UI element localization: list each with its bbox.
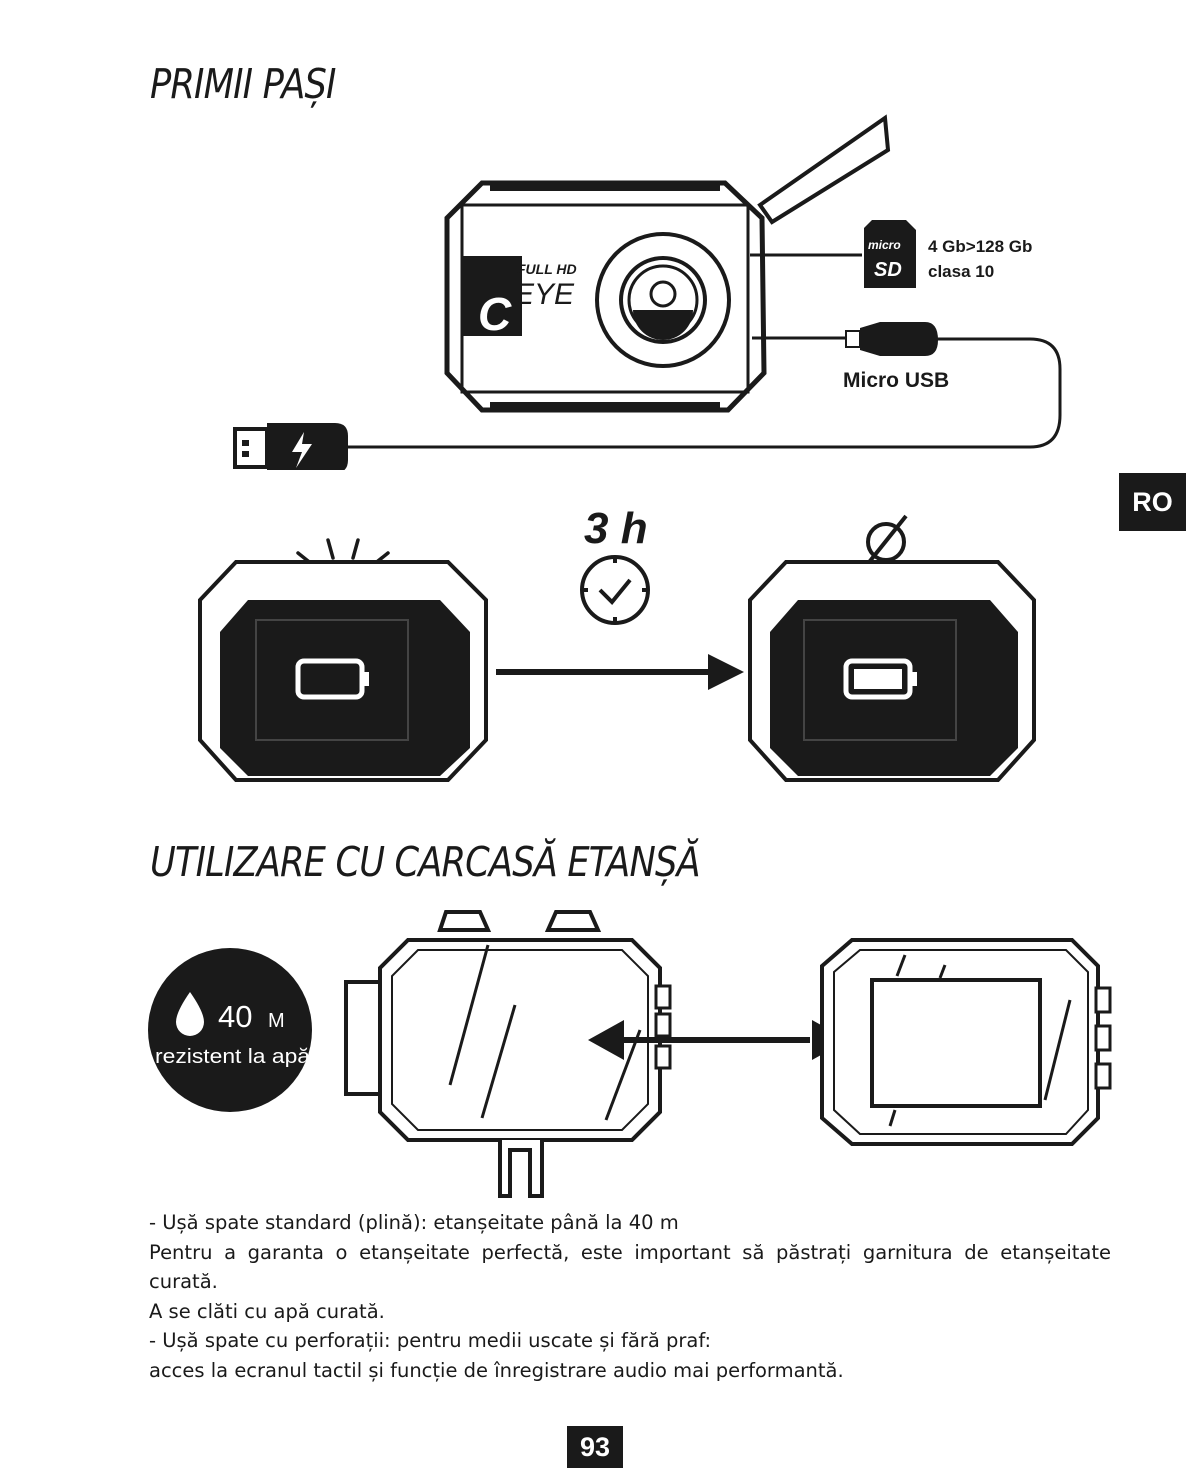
waterproof-label: rezistent la apă [155, 1046, 311, 1068]
microsd-icon [864, 220, 916, 288]
waterproof-badge [148, 948, 312, 1112]
brand-eye: EYE [514, 278, 575, 311]
svg-text:C: C [478, 288, 512, 340]
sd-capacity: 4 Gb>128 Gb [928, 237, 1032, 256]
brand-full-hd: FULL HD [517, 261, 577, 277]
camera-back-charged [748, 560, 1036, 782]
waterproof-housing-illustration: 40 M rezistent la apă [148, 910, 1112, 1198]
language-tab: RO [1119, 473, 1186, 531]
charging-time: 3 h [584, 504, 648, 553]
lightning-icon [292, 432, 312, 468]
sd-class: clasa 10 [928, 262, 994, 281]
camera-connection-illustration: FULL HD EYE C micro SD 4 Gb>128 Gb clasa… [233, 114, 1062, 470]
waterproof-housing-title: UTILIZARE CU CARCASĂ ETANȘĂ [150, 838, 701, 886]
left-arrow-icon [588, 1020, 624, 1060]
instruction-standard-door: - Ușă spate standard (plină): etanșeitat… [149, 1211, 679, 1234]
water-drop-icon [176, 992, 204, 1036]
micro-usb-plug [860, 322, 938, 356]
charging-illustration: 3 h [198, 504, 1036, 782]
instruction-touch-audio: acces la ecranul tactil și funcție de în… [149, 1358, 844, 1382]
depth-value: 40 [218, 999, 252, 1034]
sd-door-flap [757, 114, 891, 225]
instructions-text: - Ușă spate standard (plină): etanșeitat… [149, 1208, 1111, 1386]
clock-check-icon [580, 555, 650, 625]
micro-usb-label: Micro USB [843, 369, 949, 392]
first-steps-title: PRIMII PAȘI [150, 60, 336, 108]
instruction-rinse: A se clăti cu apă curată. [149, 1299, 385, 1323]
usb-cable [345, 337, 1062, 449]
svg-text:SD: SD [874, 259, 902, 281]
camera-back-charging [198, 560, 488, 782]
svg-text:micro: micro [868, 238, 901, 252]
housing-body [378, 938, 662, 1142]
right-arrow-icon [708, 654, 744, 690]
instruction-seal-note: Pentru a garanta o etanșeitate perfectă,… [149, 1240, 1111, 1294]
page-number: 93 [567, 1426, 623, 1468]
instruction-perforated-door: - Ușă spate cu perforații: pentru medii … [149, 1329, 712, 1353]
depth-unit: M [268, 1010, 285, 1032]
